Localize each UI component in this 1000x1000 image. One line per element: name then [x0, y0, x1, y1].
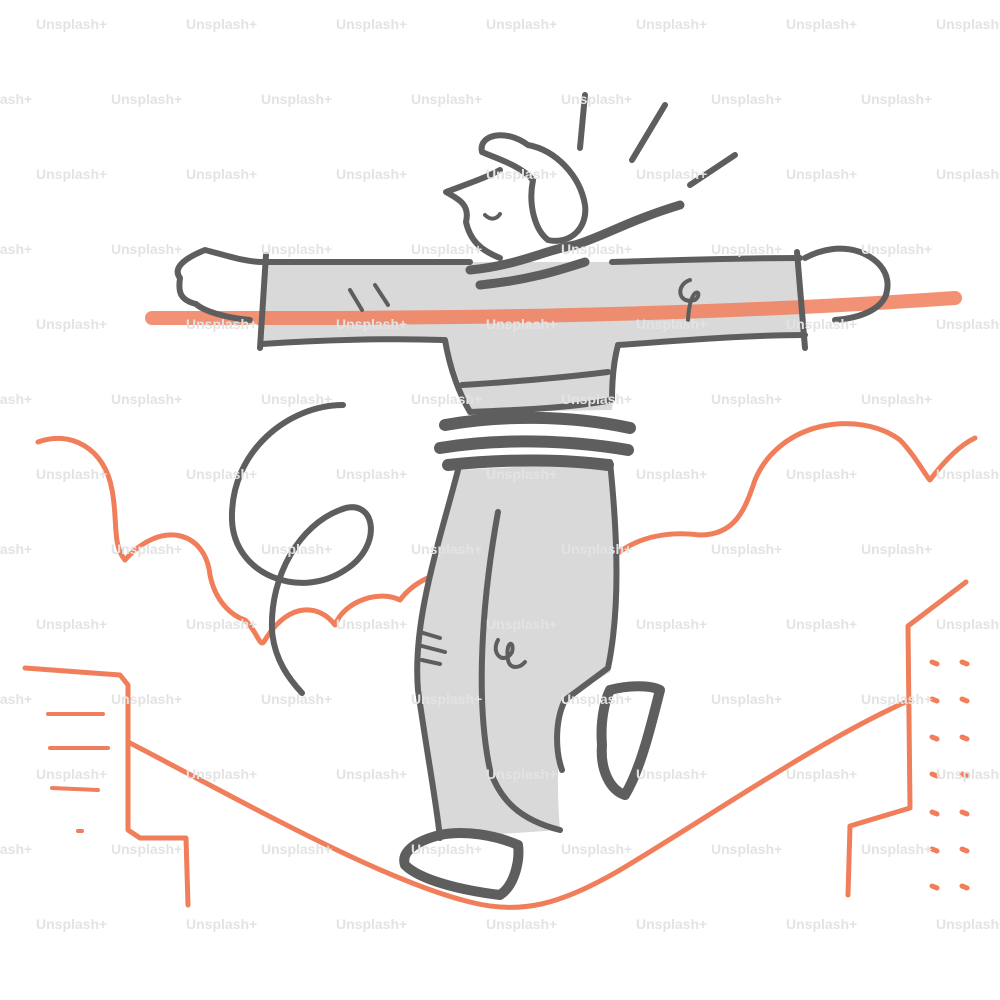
left-hand	[174, 247, 265, 323]
right-arm-top	[609, 255, 803, 265]
left-cuff	[257, 252, 269, 351]
right-arm-bottom	[615, 332, 808, 348]
trousers-fill	[414, 462, 616, 838]
sweater-fill	[262, 258, 805, 412]
trousers-right-leg	[554, 459, 620, 773]
left-building	[22, 665, 191, 908]
knee-crease	[416, 643, 447, 654]
front-shoe	[399, 828, 524, 900]
sleeve-curl	[678, 278, 701, 322]
right-cuff	[794, 249, 808, 351]
scarf	[465, 200, 685, 290]
eye-closed	[483, 212, 502, 221]
left-building-stripe	[50, 786, 100, 792]
motion-line	[577, 92, 588, 151]
right-hand	[802, 245, 891, 323]
motion-line	[687, 152, 738, 188]
sleeve-crease	[373, 283, 390, 307]
motion-line	[629, 102, 668, 163]
tightrope	[125, 697, 913, 910]
sweater-hem	[459, 369, 611, 388]
scarf-swirl	[228, 402, 374, 696]
left-arm-bottom	[259, 336, 446, 347]
trouser-curl	[493, 638, 527, 669]
knee-crease	[420, 658, 442, 666]
sleeve-crease	[348, 288, 364, 312]
back-shoe	[596, 681, 665, 800]
belt	[434, 411, 636, 471]
trousers-left-leg	[414, 467, 461, 841]
knee-crease	[418, 630, 442, 640]
cloud-outline	[35, 421, 978, 646]
right-building-windows	[929, 659, 970, 891]
sweater-torso	[442, 337, 621, 415]
trousers-inner-leg	[478, 509, 563, 833]
hair	[478, 132, 589, 244]
face-outline	[443, 167, 503, 261]
right-building	[845, 579, 969, 898]
